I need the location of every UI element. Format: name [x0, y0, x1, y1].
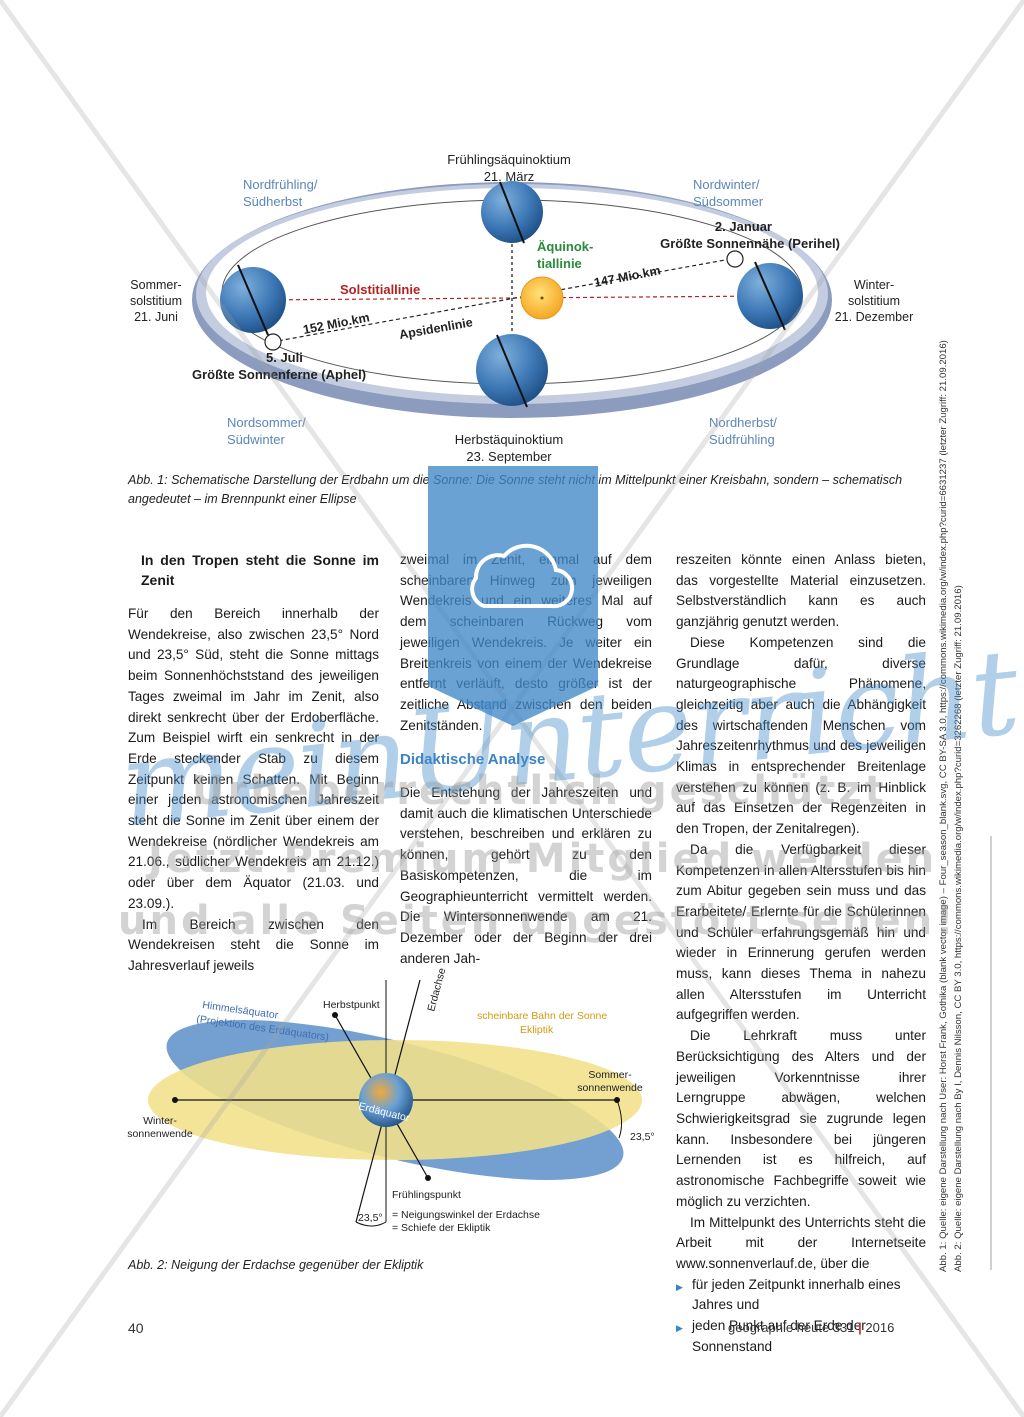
page-number: 40: [128, 1320, 144, 1336]
legend-line-1: = Neigungswinkel der Erdachse: [392, 1209, 540, 1221]
paragraph: Für den Bereich innerhalb der Wendekreis…: [128, 606, 379, 911]
label-winter-1: Winter-: [143, 1115, 177, 1127]
season-bl-2: Südwinter: [227, 432, 285, 447]
footer-divider: |: [854, 1320, 866, 1335]
label-summer-2: solstitium: [130, 294, 182, 308]
season-tr-1: Nordwinter/: [693, 177, 760, 192]
season-bl-1: Nordsommer/: [227, 415, 306, 430]
label-perihel: Größte Sonnennähe (Perihel): [660, 236, 840, 251]
label-autumn: Herbstäquinoktium: [455, 432, 563, 447]
label-erdachse: Erdachse: [425, 967, 448, 1013]
section-heading-didaktik: Didaktische Analyse: [400, 751, 546, 769]
figure-axis-tilt: Himmelsäquator (Projektion des Erdäquato…: [127, 967, 655, 1234]
paragraph: Die Lehrkraft muss unter Berücksichtigun…: [676, 1028, 926, 1209]
column-2: zweimal im Zenit, einmal auf dem scheinb…: [400, 550, 652, 969]
sun-center: [540, 296, 544, 300]
label-solstice-line: Solstitiallinie: [340, 282, 420, 297]
label-sommer-2: sonnenwende: [577, 1082, 643, 1094]
journal-footer: geographie heute 331 | 2016: [728, 1320, 894, 1335]
label-angle-bottom: 23,5°: [358, 1212, 383, 1224]
paragraph: Im Mittelpunkt des Unterrichts steht die…: [676, 1214, 926, 1271]
label-winter-2: solstitium: [848, 294, 900, 308]
aphel-marker: [264, 333, 282, 351]
angle-arc-right: [616, 1099, 623, 1139]
label-sommer-1: Sommer-: [588, 1069, 632, 1081]
label-aphel-date: 5. Juli: [266, 350, 303, 365]
label-autumn-date: 23. September: [466, 449, 552, 464]
source-note-2: Abb. 2: Quelle: eigene Darstellung nach …: [953, 585, 964, 1272]
label-equinox-line-2: tiallinie: [537, 256, 582, 271]
journal-name: geographie heute 331: [728, 1320, 855, 1335]
angle-arc-bottom: [355, 1221, 387, 1227]
earth-spring: [481, 181, 543, 244]
figure-earth-orbit: Frühlingsäquinoktium 21. März Herbstäqui…: [130, 152, 914, 464]
season-tl-2: Südherbst: [243, 194, 303, 209]
herbstpunkt-dot: [332, 1012, 338, 1018]
paragraph: Im Bereich zwischen den Wendekreisen ste…: [128, 916, 379, 973]
apsid-line: [271, 257, 737, 343]
bullet-item: für jeden Zeitpunkt innerhalb eines Jahr…: [676, 1275, 926, 1316]
legend-line-2: = Schiefe der Ekliptik: [392, 1222, 491, 1234]
label-equinox-line-1: Äquinok-: [537, 239, 593, 254]
paragraph: reszeiten könnte einen Anlass bieten, da…: [676, 552, 926, 630]
label-winter-date: 21. Dezember: [835, 310, 914, 324]
solstice-line: [253, 295, 771, 301]
label-fruehlingspunkt: Frühlingspunkt: [392, 1189, 461, 1201]
label-aphel: Größte Sonnenferne (Aphel): [192, 367, 366, 382]
season-br-2: Südfrühling: [709, 432, 775, 447]
earth-summer: [220, 264, 286, 336]
season-tl-1: Nordfrühling/: [243, 177, 318, 192]
figure-2-caption: Abb. 2: Neigung der Erdachse gegenüber d…: [128, 1258, 424, 1272]
label-summer-date: 21. Juni: [134, 310, 178, 324]
journal-year: 2016: [865, 1320, 895, 1335]
label-spring: Frühlingsäquinoktium: [447, 152, 571, 167]
label-bahn-1: scheinbare Bahn der Sonne: [477, 1010, 607, 1022]
paragraph: Diese Kompetenzen sind die Grundlage daf…: [676, 634, 926, 837]
label-summer-1: Sommer-: [130, 278, 181, 292]
paragraph: Da die Verfügbarkeit dieser Kompetenzen …: [676, 841, 926, 1023]
label-perihel-date: 2. Januar: [715, 219, 772, 234]
fruehlingspunkt-dot: [425, 1175, 431, 1181]
label-herbstpunkt: Herbstpunkt: [323, 999, 380, 1011]
bullet-item: jeden Punkt auf der Erde der Sonnenstand: [676, 1316, 926, 1357]
right-rule: [990, 836, 992, 1270]
earth-autumn: [476, 334, 548, 408]
column-1: In den Tropen steht die Sonne im Zenit F…: [128, 550, 379, 977]
label-winter-1: Winter-: [854, 278, 894, 292]
source-note-1: Abb. 1: Quelle: eigene Darstellung nach …: [938, 340, 949, 1272]
perihel-marker: [726, 250, 744, 268]
figure-1-caption: Abb. 1: Schematische Darstellung der Erd…: [128, 473, 903, 506]
winter-dot: [172, 1097, 178, 1103]
label-bahn-2: Ekliptik: [520, 1024, 554, 1036]
earth-globe: [359, 1073, 413, 1127]
label-spring-date: 21. März: [484, 169, 535, 184]
label-angle-right: 23,5°: [630, 1131, 655, 1143]
paragraph: Die Entstehung der Jahreszeiten und dami…: [400, 785, 652, 966]
column-3: reszeiten könnte einen Anlass bieten, da…: [676, 550, 926, 1357]
earth-winter: [737, 261, 803, 331]
section-heading-tropen: In den Tropen steht die Sonne im Zenit: [141, 552, 379, 588]
label-winter-2: sonnenwende: [127, 1128, 193, 1140]
paragraph: zweimal im Zenit, einmal auf dem scheinb…: [400, 552, 652, 733]
season-tr-2: Südsommer: [693, 194, 764, 209]
season-br-1: Nordherbst/: [709, 415, 777, 430]
